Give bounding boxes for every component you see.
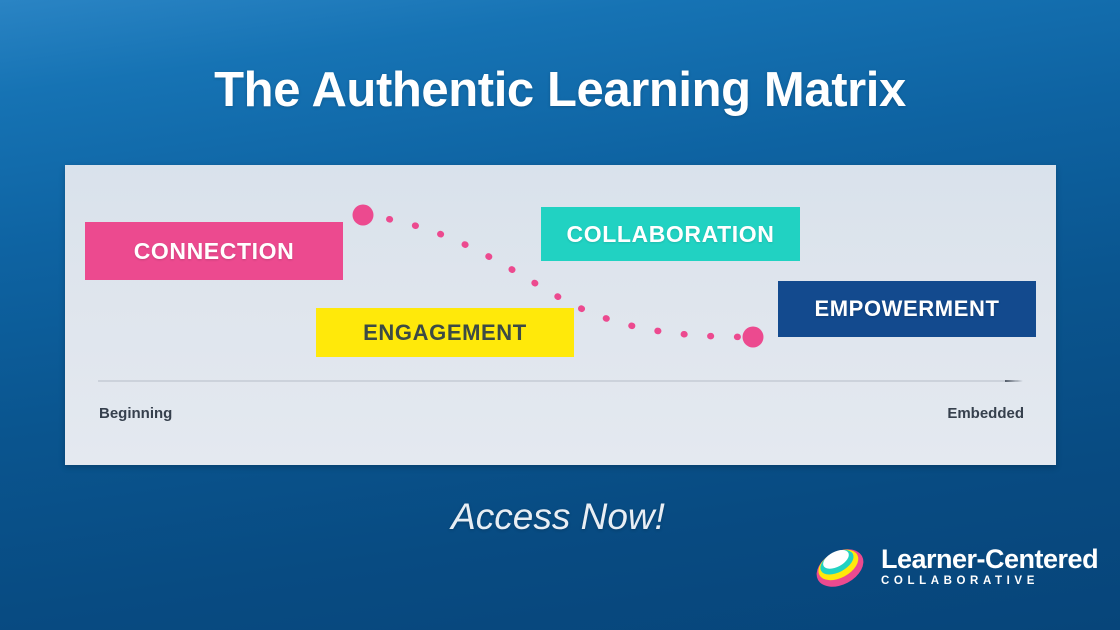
matrix-tag-connection-label: CONNECTION — [133, 237, 295, 264]
logo-wordmark: Learner-Centered COLLABORATIVE — [881, 543, 1099, 591]
matrix-tag-engagement-label: ENGAGEMENT — [363, 319, 527, 345]
matrix-tag-collaboration: COLLABORATION — [541, 207, 800, 261]
logo-name: Learner-Centered — [881, 543, 1099, 574]
page-title: The Authentic Learning Matrix — [214, 63, 906, 117]
curve-start-marker — [352, 204, 374, 226]
matrix-tag-empowerment-label: EMPOWERMENT — [814, 296, 1000, 321]
dotted-curve-path — [359, 211, 757, 341]
cta-text[interactable]: Access Now! — [0, 496, 1120, 538]
brand-logo: Learner-Centered COLLABORATIVE — [812, 543, 1099, 593]
curve-end-marker — [742, 326, 764, 348]
axis-label-beginning: Beginning — [99, 405, 173, 422]
matrix-tag-connection: CONNECTION — [85, 222, 343, 280]
logo-mark-icon — [816, 549, 864, 587]
matrix-diagram-card: CONNECTION COLLABORATION EMPOWERMENT ENG… — [65, 165, 1056, 465]
logo-subtitle: COLLABORATIVE — [881, 575, 1039, 588]
matrix-tag-collaboration-label: COLLABORATION — [566, 220, 775, 247]
axis-label-embedded: Embedded — [947, 405, 1024, 422]
matrix-tag-empowerment: EMPOWERMENT — [778, 281, 1036, 337]
matrix-tag-engagement: ENGAGEMENT — [316, 308, 574, 357]
cta-label: Access Now! — [451, 496, 665, 537]
progression-axis-arrow — [98, 380, 1023, 382]
progression-curve — [352, 204, 764, 348]
